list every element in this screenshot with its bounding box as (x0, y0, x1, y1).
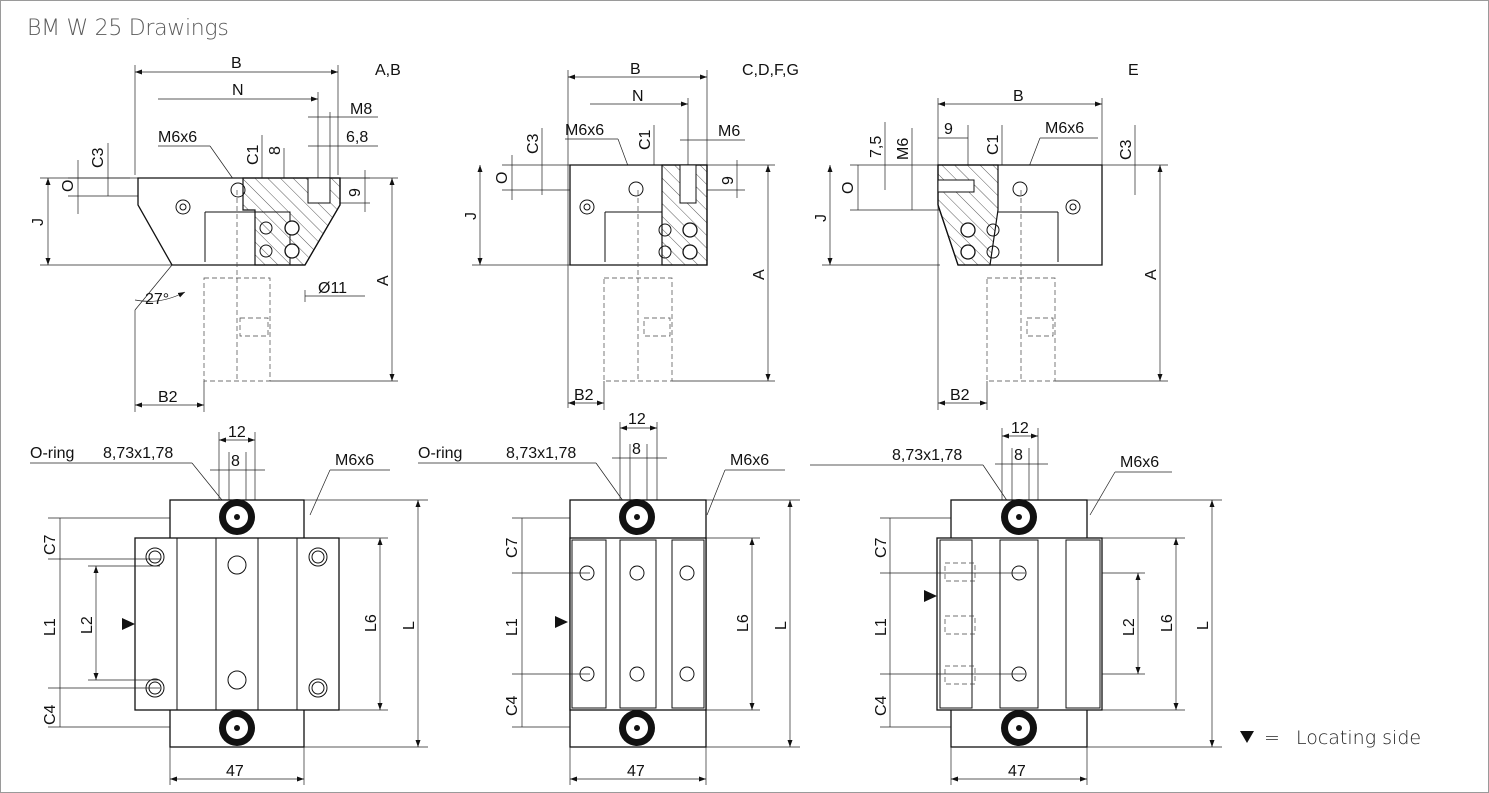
dim-B: B (630, 61, 641, 78)
top-view-cdfg: C,D,F,G B N M6x6 C3 C1 M6 O J 9 A (463, 61, 799, 410)
oring-size: 8,73x1,78 (103, 445, 173, 462)
thread-M6x6: M6x6 (158, 129, 197, 146)
dim-C3: C3 (90, 147, 107, 168)
dim-12: 12 (228, 424, 246, 441)
dim-8: 8 (632, 441, 641, 458)
variant-label: A,B (375, 62, 401, 79)
dim-L1: L1 (42, 618, 59, 636)
thread-M6x6: M6x6 (1045, 120, 1084, 137)
plan-view-3: 8,73x1,78 12 8 M6x6 C7 L1 C4 (810, 420, 1222, 785)
dim-B2: B2 (574, 387, 594, 404)
dim-9: 9 (720, 176, 737, 185)
oring-label: O-ring (30, 445, 74, 462)
dim-C7: C7 (873, 537, 890, 558)
dim-J: J (813, 214, 830, 222)
plan-view-2: O-ring 8,73x1,78 12 8 M6x6 C7 L1 C4 (418, 411, 800, 785)
dim-O: O (60, 180, 77, 192)
dim-C1: C1 (637, 129, 654, 150)
dim-8: 8 (231, 453, 240, 470)
dim-C7: C7 (42, 534, 59, 555)
dim-angle: 27° (145, 291, 169, 308)
dim-A: A (1143, 269, 1160, 280)
dim-C4: C4 (873, 695, 890, 716)
dim-L: L (773, 621, 790, 630)
dim-8: 8 (267, 146, 284, 155)
dim-L6: L6 (1159, 614, 1176, 632)
dim-L1: L1 (504, 618, 521, 636)
dim-J: J (30, 218, 47, 226)
oring-size: 8,73x1,78 (892, 447, 962, 464)
dim-B2: B2 (158, 389, 178, 406)
dim-L6: L6 (363, 614, 380, 632)
dim-B2: B2 (950, 387, 970, 404)
dim-9: 9 (944, 121, 953, 138)
dim-6-8: 6,8 (346, 129, 368, 146)
dim-L6: L6 (735, 614, 752, 632)
thread-M6x6: M6x6 (335, 452, 374, 469)
dim-L: L (401, 621, 418, 630)
dim-C7: C7 (504, 537, 521, 558)
dim-L2: L2 (79, 616, 96, 634)
top-view-ab: A,B B N M8 6,8 M6x6 C3 O J C1 (30, 55, 401, 412)
locating-side-icon (1240, 731, 1254, 743)
legend-equals: = (1264, 727, 1280, 749)
top-view-e: E B 9 7,5 M6 C1 M6x6 C3 O J A (813, 62, 1168, 410)
dim-C4: C4 (504, 695, 521, 716)
dim-12: 12 (628, 411, 646, 428)
legend-text: Locating side (1295, 727, 1422, 749)
oring-label: O-ring (418, 445, 462, 462)
thread-M6x6: M6x6 (1120, 454, 1159, 471)
dim-N: N (632, 88, 644, 105)
dim-A: A (375, 275, 392, 286)
dim-J: J (463, 212, 480, 220)
dim-O: O (840, 182, 857, 194)
dim-L2: L2 (1121, 618, 1138, 636)
dim-N: N (232, 82, 244, 99)
dim-47: 47 (226, 763, 244, 780)
dim-47: 47 (627, 763, 645, 780)
dim-M6: M6 (718, 123, 740, 140)
dim-47: 47 (1008, 763, 1026, 780)
thread-M6x6: M6x6 (730, 452, 769, 469)
dim-C1: C1 (245, 144, 262, 165)
dim-L1: L1 (873, 618, 890, 636)
thread-M6x6: M6x6 (565, 122, 604, 139)
variant-label: E (1128, 62, 1139, 79)
dim-9: 9 (347, 188, 364, 197)
dim-C3: C3 (1118, 139, 1135, 160)
dim-B: B (231, 55, 242, 72)
dim-B: B (1013, 88, 1024, 105)
dim-L: L (1195, 621, 1212, 630)
dim-7-5: 7,5 (868, 136, 885, 158)
dim-8: 8 (1014, 447, 1023, 464)
plan-view-1: O-ring 8,73x1,78 12 8 M6x6 (30, 424, 428, 785)
dim-C3: C3 (525, 133, 542, 154)
dim-A: A (751, 269, 768, 280)
oring-size: 8,73x1,78 (506, 445, 576, 462)
dim-M6: M6 (895, 138, 912, 160)
dim-C4: C4 (42, 704, 59, 725)
legend: = Locating side (1240, 727, 1421, 749)
page-title: BM W 25 Drawings (27, 16, 229, 41)
dim-C1: C1 (985, 134, 1002, 155)
dim-M8: M8 (350, 101, 372, 118)
dim-dia-11: Ø11 (318, 280, 347, 297)
variant-label: C,D,F,G (742, 62, 799, 79)
dim-12: 12 (1011, 420, 1029, 437)
dim-O: O (494, 172, 511, 184)
